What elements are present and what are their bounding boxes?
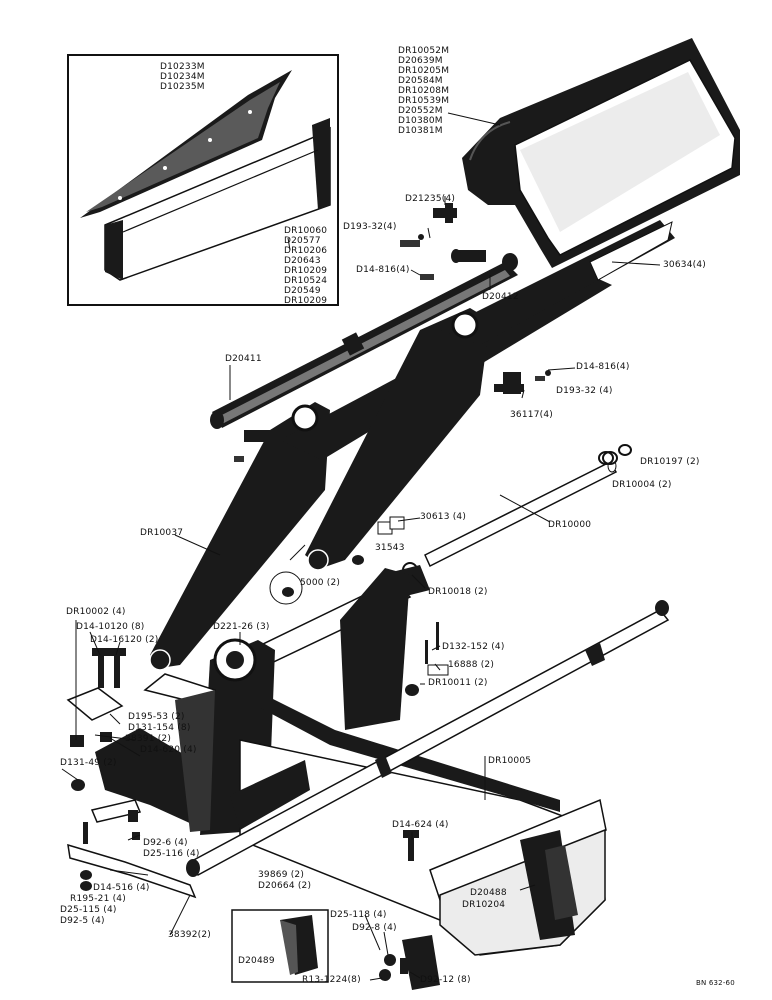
part-label: DR10208M	[398, 86, 450, 96]
label-r195-21: R195-21 (4)	[70, 894, 126, 904]
lower-left-hardware	[66, 648, 197, 899]
label-38392: 38392(2)	[168, 930, 211, 940]
label-d25-116: D25-116 (4)	[143, 849, 200, 859]
part-label: D10380M	[398, 116, 443, 126]
label-d14-10120: D14-10120 (8)	[76, 622, 145, 632]
label-dr10004: DR10004 (2)	[612, 480, 672, 490]
drawing-number: BN 632-60	[696, 979, 735, 987]
part-label: D10235M	[160, 82, 205, 92]
bucket	[462, 38, 740, 268]
label-dr10000: DR10000	[548, 520, 592, 530]
part-label: DR10524	[284, 276, 328, 286]
label-dr10204: DR10204	[462, 900, 506, 910]
label-30613: 30613 (4)	[420, 512, 467, 522]
part-label: D20643	[284, 256, 321, 266]
label-d221-26: D221-26 (3)	[213, 622, 270, 632]
label-d14-624: D14-624 (4)	[392, 820, 449, 830]
cutting-edge-part-numbers: D10233M D10234M D10235M	[160, 62, 205, 92]
label-d14-16120: D14-16120 (2)	[90, 635, 159, 645]
bushings	[269, 516, 418, 605]
upper-cylinder	[210, 253, 518, 429]
part-label: DR10060	[284, 226, 328, 236]
label-d92-12: D92-12 (8)	[420, 975, 471, 985]
label-r13-1224: R13-1224(8)	[302, 975, 361, 985]
label-d20412: D20412	[482, 292, 519, 302]
label-d25-118: D25-118 (4)	[330, 910, 387, 920]
part-label: DR10206	[284, 246, 328, 256]
upper-bolts	[400, 203, 486, 280]
wear-plate-part-numbers: DR10060 D20577 DR10206 D20643 DR10209 DR…	[284, 226, 327, 306]
label-d20664: D20664 (2)	[258, 881, 312, 891]
part-label: D20577	[284, 236, 321, 246]
side-plate-left	[95, 673, 217, 832]
part-label: D20639M	[398, 56, 443, 66]
label-30634: 30634(4)	[663, 260, 706, 270]
label-d14-620: D14-620 (4)	[140, 745, 197, 755]
label-d193-32-right: D193-32 (4)	[556, 386, 613, 396]
label-d131-154: D131-154 (8)	[128, 723, 191, 733]
label-dr10197: DR10197 (2)	[640, 457, 700, 467]
bottom-inset	[231, 909, 440, 990]
label-d20411: D20411	[225, 354, 262, 364]
part-label: D10234M	[160, 72, 205, 82]
label-5000: 5000 (2)	[300, 578, 341, 588]
label-d14-816-top: D14-816(4)	[356, 265, 410, 275]
label-d193-32-top: D193-32(4)	[343, 222, 397, 232]
label-d20489: D20489	[238, 956, 275, 966]
inset-box-edges	[67, 54, 339, 306]
part-label: DR10205M	[398, 66, 450, 76]
part-label: D10233M	[160, 62, 205, 72]
label-d14-516: D14-516 (4)	[93, 883, 150, 893]
label-dr10005: DR10005	[488, 756, 532, 766]
part-label: D20549	[284, 286, 321, 296]
label-d92-5: D92-5 (4)	[60, 916, 105, 926]
label-36117: 36117(4)	[510, 410, 553, 420]
right-hardware	[234, 370, 614, 861]
cross-tube	[424, 444, 632, 568]
part-label: D20552M	[398, 106, 443, 116]
label-d25-115: D25-115 (4)	[60, 905, 117, 915]
part-label: DR10052M	[398, 46, 450, 56]
label-d14-816-right: D14-816(4)	[576, 362, 630, 372]
leader-lines	[61, 112, 661, 981]
label-d92-8: D92-8 (4)	[352, 923, 397, 933]
label-dr10018: DR10018 (2)	[428, 587, 488, 597]
label-d195-53: D195-53 (2)	[128, 712, 185, 722]
label-d92-6: D92-6 (4)	[143, 838, 188, 848]
part-label: DR10209	[284, 296, 328, 306]
label-d132-152: D132-152 (4)	[442, 642, 505, 652]
label-d21235: D21235(4)	[405, 194, 456, 204]
part-label: D20584M	[398, 76, 443, 86]
part-label: D10381M	[398, 126, 443, 136]
label-dr10011: DR10011 (2)	[428, 678, 488, 688]
label-dr10002: DR10002 (4)	[66, 607, 126, 617]
part-label: DR10209	[284, 266, 328, 276]
label-38391: 38391 (2)	[125, 734, 172, 744]
bucket-part-numbers: DR10052M D20639M DR10205M D20584M DR1020…	[398, 46, 449, 136]
label-31543: 31543	[375, 543, 405, 553]
label-d20488: D20488	[470, 888, 507, 898]
lower-cylinder	[186, 600, 670, 877]
label-dr10037: DR10037	[140, 528, 184, 538]
part-label: DR10539M	[398, 96, 450, 106]
lift-arm-right	[305, 220, 675, 571]
label-16888: 16888 (2)	[448, 660, 495, 670]
label-d131-49: D131-49 (2)	[60, 758, 117, 768]
label-39869: 39869 (2)	[258, 870, 305, 880]
